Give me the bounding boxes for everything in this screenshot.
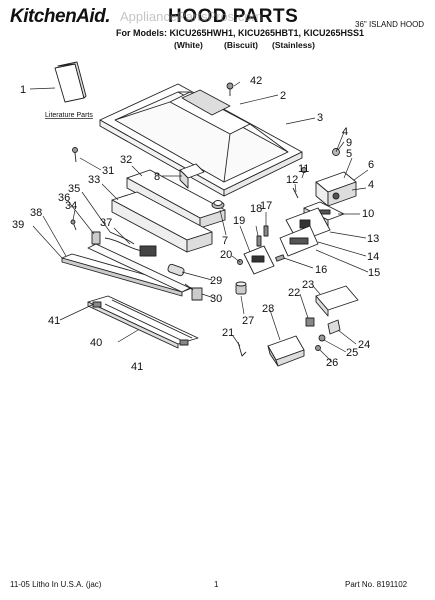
screw-26 [315, 345, 321, 351]
callout-11: 11 [298, 163, 309, 175]
connector-17 [263, 225, 269, 237]
callout-9: 9 [346, 137, 352, 149]
watermark: AppliancePartsPros.com [120, 9, 263, 24]
callout-3: 3 [317, 112, 323, 124]
nut-25 [318, 334, 326, 342]
callout-12: 12 [286, 174, 298, 186]
callout-5: 5 [346, 148, 352, 160]
callout-33: 33 [88, 174, 100, 186]
callout-41-left: 41 [48, 315, 60, 327]
callout-20: 20 [220, 249, 232, 261]
screw-31 [72, 147, 78, 163]
screw-12 [292, 187, 299, 199]
callout-labels: 1 2 3 4 5 6 4 7 8 9 10 11 12 13 14 15 16… [12, 75, 380, 373]
clip-36 [91, 231, 101, 245]
control-box-5 [315, 171, 357, 207]
finish-white: (White) [174, 40, 203, 50]
callout-16: 16 [315, 264, 327, 276]
callout-37: 37 [100, 217, 112, 229]
callout-4-top: 4 [342, 126, 348, 138]
callout-27: 27 [242, 315, 254, 327]
literature-parts-label: Literature Parts [45, 112, 93, 119]
callout-38: 38 [30, 207, 42, 219]
lamp-socket-27 [235, 281, 247, 295]
callout-17: 17 [260, 200, 272, 212]
callout-19: 19 [233, 215, 245, 227]
callout-2: 2 [280, 90, 286, 102]
clip-16 [275, 254, 285, 262]
callout-31: 31 [102, 165, 114, 177]
callout-1: 1 [20, 84, 26, 96]
bracket-30 [184, 283, 203, 301]
switch-assembly-19 [243, 245, 275, 275]
clip-24 [327, 319, 341, 335]
literature-booklet [54, 61, 87, 103]
callout-24: 24 [358, 339, 370, 351]
part-number: Part No. 8191102 [345, 580, 408, 589]
hood-canopy [99, 83, 303, 197]
wire-harness-37 [104, 231, 157, 257]
callout-13: 13 [367, 233, 379, 245]
finish-biscuit: (Biscuit) [224, 40, 258, 50]
callout-36: 36 [58, 192, 70, 204]
finish-stainless: (Stainless) [272, 40, 315, 50]
callout-7: 7 [222, 235, 228, 247]
page-number: 1 [214, 580, 219, 589]
callout-34: 34 [65, 200, 77, 212]
callout-10: 10 [362, 208, 374, 220]
brand-logo: KitchenAid. [10, 6, 111, 27]
callout-22: 22 [288, 287, 300, 299]
callout-26: 26 [326, 357, 338, 369]
callout-6: 6 [368, 159, 374, 171]
print-info: 11-05 Litho In U.S.A. (jac) [10, 580, 102, 589]
hood-type-label: 36" ISLAND HOOD [355, 20, 425, 29]
leader-lines [29, 81, 369, 363]
callout-8: 8 [154, 171, 160, 183]
callout-30: 30 [210, 293, 222, 305]
connector-8 [179, 163, 205, 189]
filter-panel-40 [87, 295, 199, 349]
light-socket-29 [167, 263, 185, 277]
callout-21: 21 [222, 327, 234, 339]
rail-39 [61, 253, 193, 297]
callout-28: 28 [262, 303, 274, 315]
model-list: For Models: KICU265HWH1, KICU265HBT1, KI… [116, 28, 365, 38]
lens-cover-28 [267, 335, 305, 367]
callout-25: 25 [346, 347, 358, 359]
callout-32: 32 [120, 154, 132, 166]
screw-21 [237, 341, 247, 357]
baffle-rail-33 [111, 191, 213, 253]
callout-18: 18 [250, 203, 262, 215]
callout-35: 35 [68, 183, 80, 195]
grommet-7 [211, 200, 225, 209]
callout-42: 42 [250, 75, 262, 87]
callout-15: 15 [368, 267, 380, 279]
page-title: HOOD PARTS [168, 6, 299, 27]
screw-34 [70, 219, 77, 231]
connector-18 [256, 235, 262, 247]
screw-42 [226, 82, 234, 96]
plate-23 [315, 285, 359, 317]
callout-4-bottom: 4 [368, 179, 374, 191]
callout-41-bottom: 41 [131, 361, 143, 373]
callout-14: 14 [367, 251, 379, 263]
callout-39: 39 [12, 219, 24, 231]
switch-panel-14 [279, 225, 319, 257]
bracket-22 [305, 317, 315, 327]
callout-40: 40 [90, 337, 102, 349]
callout-29: 29 [210, 275, 222, 287]
callout-23: 23 [302, 279, 314, 291]
